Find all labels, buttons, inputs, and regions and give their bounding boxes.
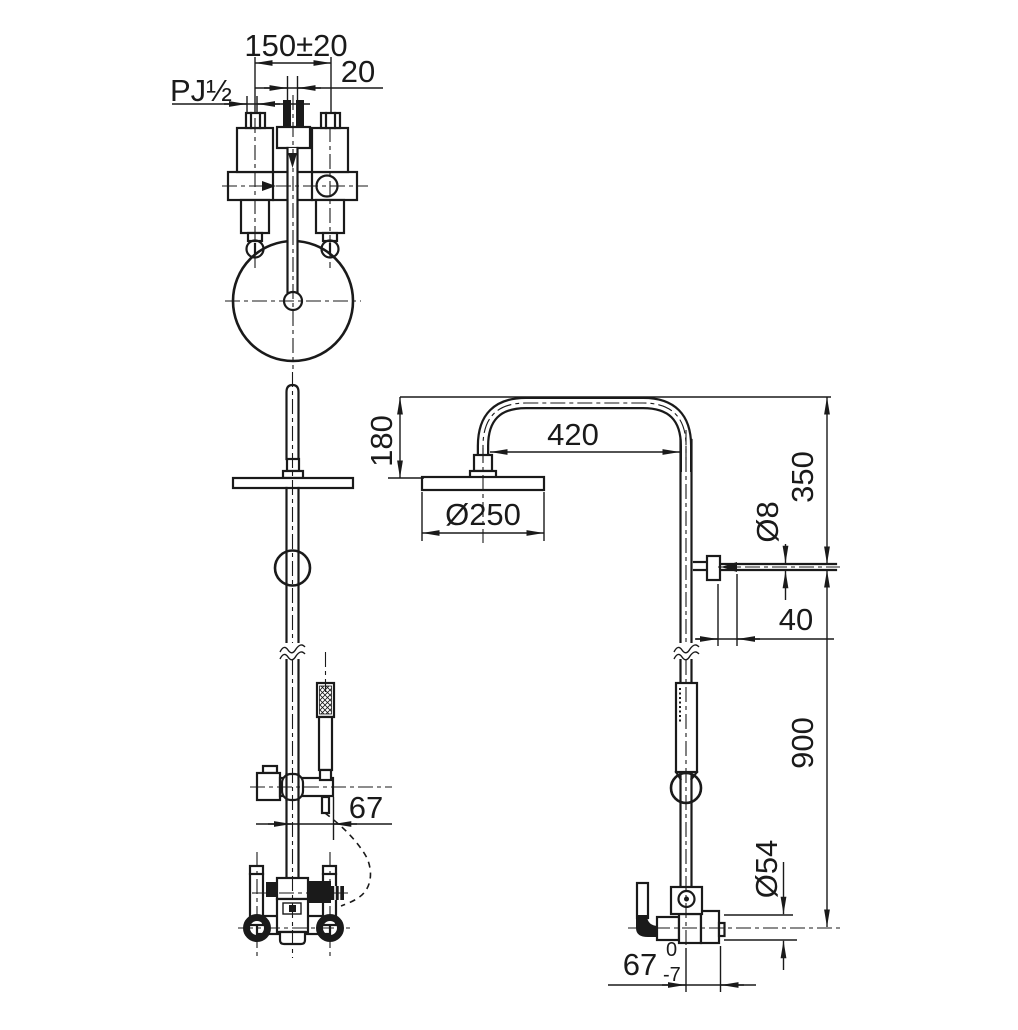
dim-upper-height-label: 350 [785, 451, 820, 503]
dimension-labels: 150±20 20 PJ½ 180 420 Ø250 Ø8 350 40 900… [170, 28, 820, 986]
dim-wall-projection-tol-lower: -7 [663, 964, 681, 986]
hose-nipple [320, 795, 331, 815]
ball-joint-front [273, 549, 312, 587]
front-view-shower-column [231, 372, 392, 958]
dim-valve-diameter-label: Ø54 [749, 840, 784, 899]
plan-view-valve-assembly [172, 57, 383, 369]
thread-size-label: PJ½ [170, 73, 232, 108]
dim-inlet-offset-label: 20 [341, 54, 375, 89]
diverter-knob [308, 881, 331, 903]
dim-arm-reach-label: 420 [547, 417, 599, 452]
dim-wall-projection-tol-upper: 0 [666, 939, 677, 961]
dim-wall-projection-label: 67 [623, 947, 657, 982]
dim-lower-height-label: 900 [785, 717, 820, 769]
lever-elbow [636, 915, 659, 937]
inlet-stud-right [296, 100, 304, 127]
dim-rod-diameter-label: Ø8 [750, 501, 785, 542]
inlet-stud-left [283, 100, 291, 127]
dim-head-height-label: 180 [364, 415, 399, 467]
dim-hand-shower-offset-label: 67 [349, 790, 383, 825]
slide-bracket [705, 554, 722, 582]
lever-handle [635, 881, 650, 920]
hand-shower-handle [317, 715, 334, 772]
valve-body-side [699, 909, 721, 945]
side-view-shower-column [388, 396, 842, 992]
dim-rod-length-label: 40 [779, 602, 813, 637]
break-symbol-side [673, 644, 700, 654]
dim-head-diameter-label: Ø250 [445, 497, 521, 532]
dim-inlet-spread-label: 150±20 [244, 28, 347, 63]
break-symbol [279, 644, 306, 654]
